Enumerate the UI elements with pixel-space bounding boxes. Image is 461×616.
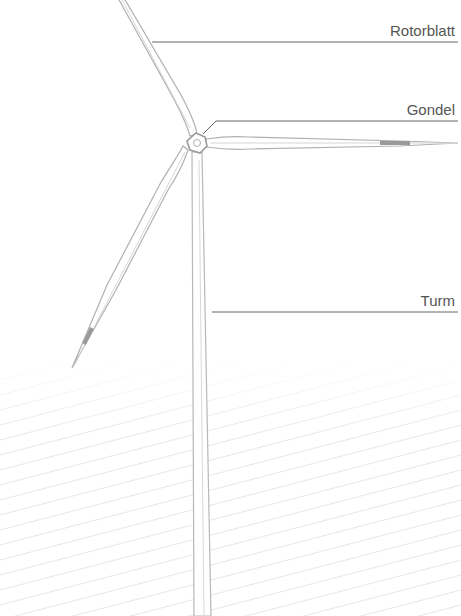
part-label: Gondel [407,101,455,119]
ground-lines [0,260,461,616]
leader-line [212,312,458,313]
nacelle [187,133,207,153]
leader-line [203,121,458,134]
rotor-blade [72,146,188,368]
rotor-blade [118,0,197,136]
tower [192,152,211,616]
part-label: Rotorblatt [390,22,455,40]
part-label: Turm [421,292,455,310]
leader-line [152,42,458,43]
rotor-blade [206,137,458,150]
